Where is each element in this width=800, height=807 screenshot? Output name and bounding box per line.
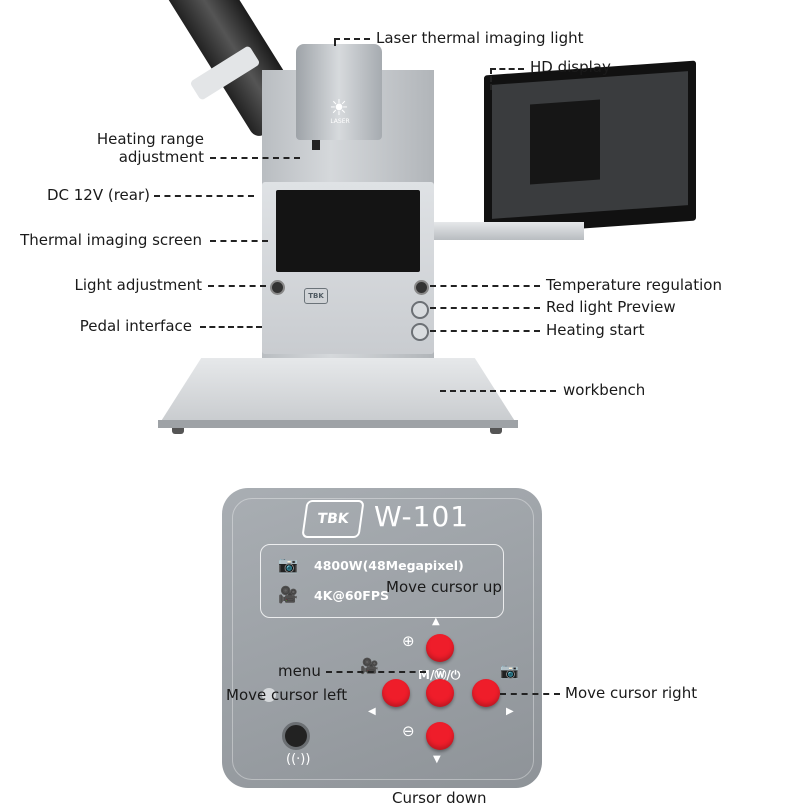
label-cursor-down: Cursor down: [392, 789, 487, 807]
cursor-right-button[interactable]: [472, 679, 500, 707]
workbench-foot: [172, 428, 184, 434]
leader-dc12v: [154, 195, 254, 197]
video-icon: 🎥: [360, 657, 379, 675]
arrow-down-icon: ▼: [433, 754, 441, 765]
arrow-up-icon: ▲: [432, 616, 440, 627]
laser-text: LASER: [330, 118, 350, 125]
label-workbench: workbench: [563, 381, 646, 399]
label-cursor-left: Move cursor left: [226, 686, 348, 704]
wifi-icon: ((·)): [286, 752, 311, 767]
cursor-left-button[interactable]: [382, 679, 410, 707]
leader-heating-range: [210, 157, 300, 159]
heating-range-knob[interactable]: [312, 140, 320, 150]
label-pedal: Pedal interface: [79, 317, 192, 335]
zoom-out-icon: ⊖: [402, 722, 415, 740]
temperature-regulation-knob[interactable]: [414, 280, 429, 295]
laser-thermal-imaging-light: [296, 44, 382, 140]
leader-pedal: [200, 326, 262, 328]
arrow-left-icon: ◀: [368, 706, 376, 717]
label-dc12v: DC 12V (rear): [46, 186, 150, 204]
camera-indicator: [262, 688, 276, 702]
label-hd-display: HD display: [530, 58, 611, 76]
label-thermal-screen: Thermal imaging screen: [20, 231, 202, 249]
camera-bezel: [232, 498, 534, 780]
leader-hd-display: [490, 68, 524, 70]
leader-light-adjustment: [208, 285, 266, 287]
light-adjustment-knob[interactable]: [270, 280, 285, 295]
video-icon: 🎥: [278, 585, 298, 604]
menu-key-text: M/Ⓦ/⏻: [418, 668, 461, 682]
leader-laser-light-v: [334, 38, 336, 46]
leader-menu: [326, 671, 426, 673]
video-spec: 4K@60FPS: [314, 588, 389, 603]
spec-panel: [260, 544, 504, 618]
leader-hd-display-v: [490, 68, 492, 90]
cursor-up-button[interactable]: [426, 634, 454, 662]
camera-icon: 📷: [500, 662, 519, 680]
hd-display-image: [530, 99, 600, 185]
camera-body: [222, 488, 542, 788]
camera-port: [282, 722, 310, 750]
arrow-right-icon: ▶: [506, 706, 514, 717]
leader-red-light: [430, 307, 540, 309]
menu-button[interactable]: [426, 679, 454, 707]
device-brand-logo: TBK: [304, 288, 328, 304]
camera-brand-logo: TBK: [301, 500, 365, 538]
photo-spec: 4800W(48Megapixel): [314, 558, 464, 573]
cursor-down-button[interactable]: [426, 722, 454, 750]
workbench-edge: [158, 420, 518, 428]
label-laser-light: Laser thermal imaging light: [376, 29, 584, 47]
leader-heating-start: [430, 330, 540, 332]
zoom-in-icon: ⊕: [402, 632, 415, 650]
leader-workbench: [440, 390, 556, 392]
label-red-light: Red light Preview: [546, 298, 676, 316]
laser-sun-icon: ☀: [329, 96, 349, 121]
red-light-preview-button[interactable]: [411, 301, 429, 319]
leader-temperature-regulation: [430, 285, 540, 287]
label-heating-start: Heating start: [546, 321, 645, 339]
thermal-imaging-screen: [276, 190, 420, 272]
camera-model: W-101: [374, 500, 470, 533]
label-light-adjustment: Light adjustment: [74, 276, 202, 294]
workbench-foot: [490, 428, 502, 434]
label-cursor-up: Move cursor up: [386, 578, 502, 596]
workbench: [158, 358, 518, 426]
label-cursor-right: Move cursor right: [565, 684, 698, 702]
display-arm: [434, 222, 584, 240]
label-menu: menu: [278, 662, 321, 680]
camera-icon: 📷: [278, 555, 298, 574]
leader-laser-light: [334, 38, 370, 40]
leader-cursor-right: [500, 693, 560, 695]
label-heating-range: Heating range adjustment: [96, 130, 204, 166]
heating-start-button[interactable]: [411, 323, 429, 341]
label-temperature-regulation: Temperature regulation: [546, 276, 722, 294]
leader-thermal-screen: [210, 240, 268, 242]
